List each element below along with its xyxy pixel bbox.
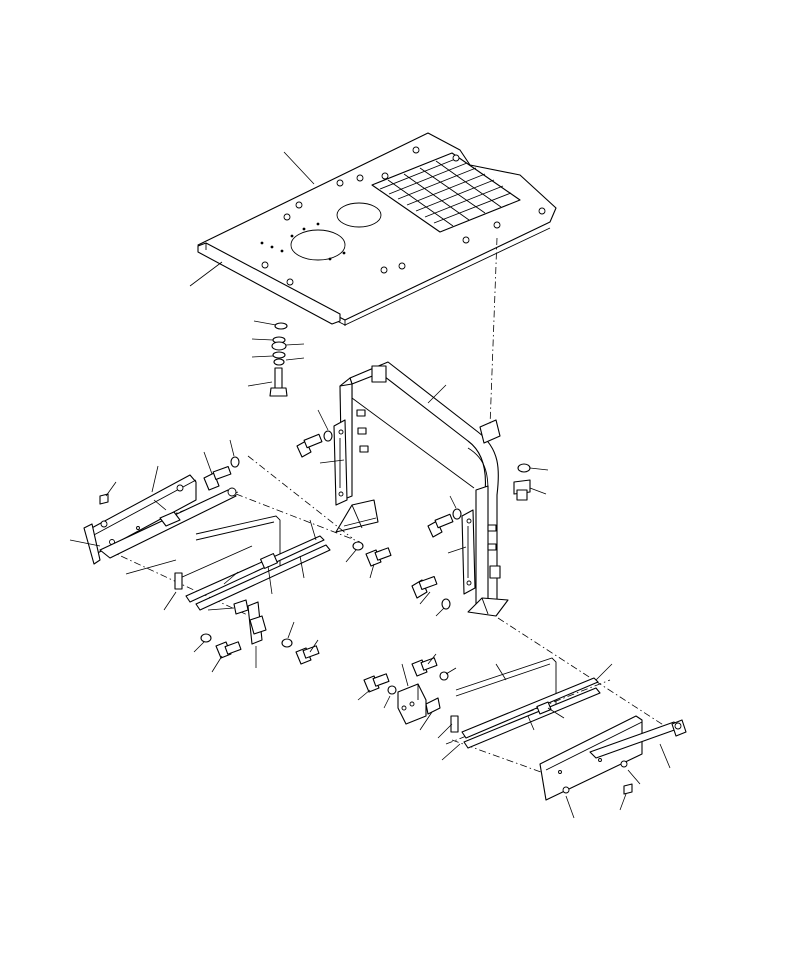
leader-right-rail-base xyxy=(441,743,461,761)
centerline-left-3 xyxy=(107,549,255,619)
leader-right-rail-spacer xyxy=(527,715,535,731)
leader-panel-screw xyxy=(105,481,117,497)
frame-rear-nut xyxy=(517,463,531,473)
leader-rail-top xyxy=(309,519,317,541)
left-bolt-lower xyxy=(215,641,242,659)
left-bracket-nut xyxy=(352,541,364,551)
leader-left-panel xyxy=(151,465,159,493)
right-rail-bracket xyxy=(455,657,557,704)
leader-right-rail-top xyxy=(495,663,507,681)
leader-rail-mid xyxy=(267,565,273,595)
left-upper-bolt xyxy=(203,456,240,491)
leader-rail-end xyxy=(299,555,305,579)
left-support-bar xyxy=(99,487,237,559)
left-bracket-bolt xyxy=(365,547,392,567)
floor-grille xyxy=(371,152,521,233)
frame-upper-bolt xyxy=(296,430,333,458)
leader-frame-base-washer xyxy=(435,607,445,617)
frame-rear-bolt xyxy=(513,479,531,501)
leader-left-upper-bolt xyxy=(203,451,213,475)
leader-right-rail-end xyxy=(595,663,613,681)
frame-mount-bracket-right xyxy=(467,597,509,617)
left-pin xyxy=(174,572,183,590)
right-support-bar xyxy=(589,719,687,759)
leader-edge-strip xyxy=(189,261,223,287)
leader-bracket-bolt xyxy=(369,563,375,579)
leader-right-mid-washer xyxy=(449,495,457,509)
left-washer xyxy=(200,633,212,643)
right-lower-bolt xyxy=(363,673,397,695)
leader-right-pin xyxy=(437,723,453,739)
leader-right-panel-hole xyxy=(627,769,641,785)
left-bolt-right xyxy=(295,645,320,665)
floor-dot-pattern xyxy=(260,222,346,261)
leader-left-bolt-lower xyxy=(211,655,223,673)
leader-frame-upper-washer xyxy=(317,409,329,431)
leader-right-panel-screw xyxy=(619,793,627,811)
leader-floor-plate xyxy=(283,151,315,185)
centerline-floor-frame xyxy=(489,237,498,427)
leader-left-upper-washer xyxy=(229,439,235,457)
right-rails xyxy=(461,677,601,749)
left-rails xyxy=(179,535,331,611)
leader-bolt-right xyxy=(309,639,319,653)
leader-rear-bolt xyxy=(529,487,547,495)
leader-right-lower-washer xyxy=(383,695,391,709)
leader-left-washer xyxy=(193,641,205,653)
leader-right-panel xyxy=(565,795,575,819)
cab-frame-arch xyxy=(339,361,501,609)
leader-washer-right xyxy=(287,621,295,639)
left-latch-clip xyxy=(233,599,249,615)
floor-bolt-holes xyxy=(261,146,546,307)
left-panel-screw xyxy=(99,493,109,505)
right-upper-bolt xyxy=(411,657,449,681)
frame-base-bolt xyxy=(411,575,451,610)
left-washer-right xyxy=(281,638,293,648)
leader-right-upper-washer xyxy=(445,667,457,675)
leader-frame-arch xyxy=(427,384,447,404)
leader-frame-plate-right xyxy=(447,546,467,554)
right-mid-bolt xyxy=(427,508,462,538)
leader-rail-spacer xyxy=(223,571,239,585)
leader-right-upper-bolt xyxy=(427,653,437,665)
leader-latch-arm xyxy=(419,711,433,731)
right-pin xyxy=(450,715,459,733)
leader-support-end xyxy=(125,559,177,575)
leader-bracket-nut xyxy=(345,549,357,563)
mount-washer-stack xyxy=(271,322,288,366)
leader-support-bar xyxy=(69,539,101,547)
frame-small-tabs xyxy=(356,409,501,579)
floor-plate xyxy=(197,132,557,326)
leader-right-support-bar xyxy=(659,743,671,769)
leader-pin xyxy=(163,591,177,611)
leader-rail-bracket xyxy=(153,499,167,511)
mount-bolt xyxy=(269,367,288,397)
leader-right-rail-mid xyxy=(547,707,565,719)
left-latch-bracket xyxy=(247,601,267,645)
leader-frame-base-bolt xyxy=(419,591,431,605)
centerline-right-1 xyxy=(497,617,669,729)
leader-rear-nut xyxy=(529,467,549,471)
leader-latch-clip xyxy=(207,607,235,611)
frame-latch-plate-right xyxy=(461,509,476,595)
plate-edge-strip xyxy=(197,242,341,325)
leader-latch-block xyxy=(401,663,409,687)
right-latch-block xyxy=(397,683,441,725)
leader-frame-plate-left xyxy=(319,459,345,464)
frame-latch-plate-left xyxy=(333,419,348,506)
mount-leaders xyxy=(247,320,305,387)
leader-right-lower-bolt xyxy=(357,689,371,701)
right-panel-screw xyxy=(623,783,633,795)
frame-mount-bracket-left xyxy=(335,499,379,533)
